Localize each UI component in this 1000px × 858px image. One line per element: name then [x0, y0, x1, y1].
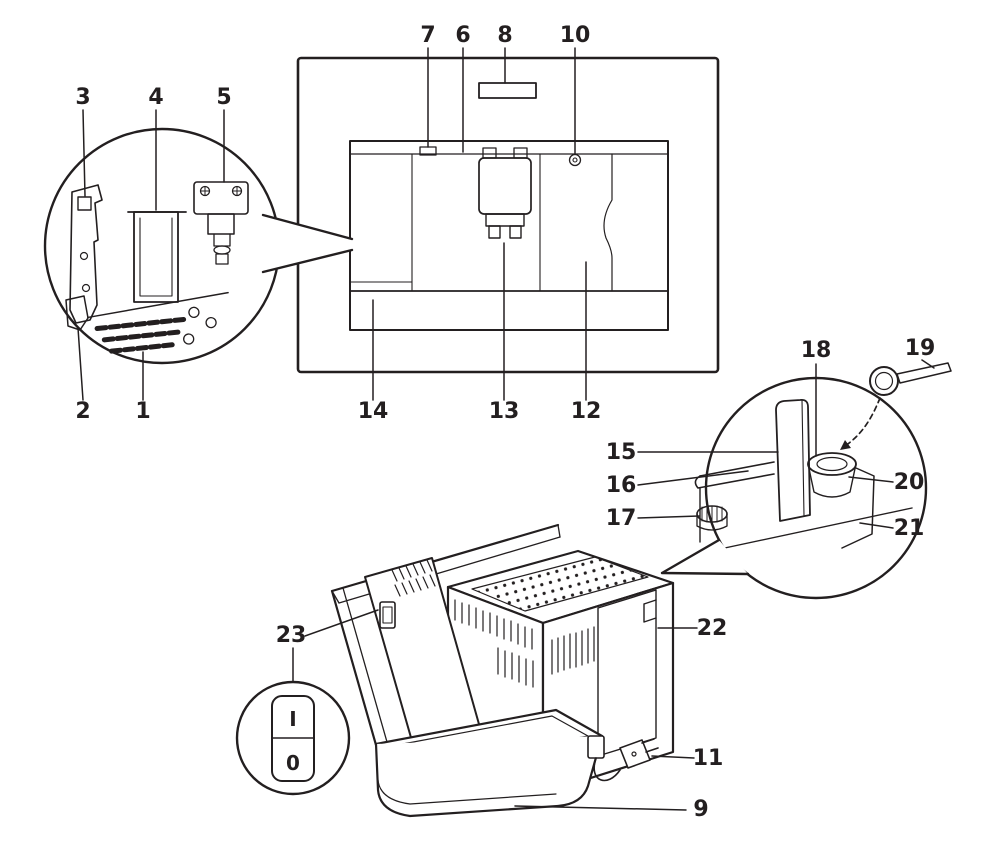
cord — [593, 757, 621, 782]
part-label-3: 3 — [75, 85, 90, 110]
pullout-view — [330, 523, 675, 818]
callout-wedge-left — [261, 213, 354, 274]
drip-grate-1 — [87, 291, 229, 354]
front-panel-outline — [296, 56, 720, 374]
display — [478, 82, 537, 99]
spout-mount-right — [513, 147, 528, 159]
part-label-20: 20 — [894, 470, 925, 495]
part-label-11: 11 — [693, 746, 724, 771]
vent-slots-lower — [497, 647, 534, 688]
detail-left-circle — [43, 127, 281, 365]
part-label-17: 17 — [606, 506, 637, 531]
leader-11 — [651, 755, 695, 759]
part-label-7: 7 — [420, 23, 435, 48]
part-label-2: 2 — [75, 399, 90, 424]
cord-socket — [587, 735, 605, 759]
door-handle — [643, 599, 657, 623]
vent-slots-upper — [454, 599, 533, 650]
switch-on-label: I — [289, 707, 296, 731]
coffee-spout — [478, 147, 532, 239]
switch-off-label: 0 — [286, 751, 300, 775]
scoop-bowl — [869, 366, 899, 396]
spout-nozzle-right — [509, 225, 522, 239]
switch-detail — [235, 680, 351, 796]
spout-nozzle-left — [488, 225, 501, 239]
plug-pins — [641, 738, 659, 753]
measuring-scoop-19 — [869, 362, 952, 396]
part-label-14: 14 — [358, 399, 389, 424]
part-labels: 1 2 3 4 5 6 7 8 9 10 11 12 13 14 15 16 1… — [75, 23, 935, 822]
pour-arrow — [840, 397, 881, 450]
part-label-19: 19 — [905, 336, 936, 361]
part-label-9: 9 — [693, 797, 708, 822]
drip-tray-9 — [374, 708, 604, 818]
leader-20 — [848, 476, 894, 483]
spout-mid — [485, 213, 525, 227]
part-label-21: 21 — [894, 516, 925, 541]
service-door-22 — [597, 589, 657, 757]
detail-circle-right — [660, 362, 952, 600]
tank-rim-16 — [694, 461, 775, 543]
part-label-1: 1 — [135, 399, 150, 424]
latch-part-3 — [69, 184, 103, 324]
spout-body — [478, 157, 532, 215]
leader-3 — [82, 109, 86, 197]
leader-23 — [292, 609, 379, 682]
scoop-handle — [896, 362, 952, 384]
knob — [568, 153, 582, 167]
plug-pin-hole — [631, 751, 637, 757]
leader-lines — [77, 47, 935, 811]
leader-17 — [637, 515, 700, 519]
coffee-funnel-18-20 — [807, 452, 857, 498]
part-label-5: 5 — [216, 85, 231, 110]
leader-2 — [77, 327, 84, 401]
part-label-12: 12 — [571, 399, 602, 424]
part-label-18: 18 — [801, 338, 832, 363]
plug — [619, 739, 651, 769]
callout-wedge-right-fill — [662, 540, 748, 574]
brew-opening — [349, 140, 669, 331]
water-tank-handle-15 — [775, 398, 811, 522]
brew-assembly-5 — [193, 181, 249, 265]
grounds-container-4 — [127, 211, 187, 303]
column-vent-row1 — [391, 559, 433, 582]
callout-wedge-left-fill — [263, 215, 352, 272]
part-label-23: 23 — [276, 623, 307, 648]
spout-mount-left — [482, 147, 497, 159]
arrowhead — [840, 440, 851, 450]
lower-latch-2 — [65, 295, 89, 331]
part-label-10: 10 — [560, 23, 591, 48]
knob-center — [572, 157, 578, 163]
power-switch-rocker — [382, 606, 393, 624]
part-label-16: 16 — [606, 473, 637, 498]
detail-circle-left — [43, 127, 354, 365]
part-label-13: 13 — [489, 399, 520, 424]
part-label-4: 4 — [148, 85, 163, 110]
power-switch — [379, 601, 396, 629]
column-vent-row2 — [394, 574, 436, 597]
leader-16 — [637, 470, 749, 486]
part-label-15: 15 — [606, 440, 637, 465]
part-label-6: 6 — [455, 23, 470, 48]
part-label-8: 8 — [497, 23, 512, 48]
vent-slots-side — [551, 626, 595, 675]
tank-body-21 — [705, 467, 913, 553]
callout-wedge-right — [660, 538, 750, 576]
cup-warmer-grid — [471, 556, 649, 612]
leader-9 — [514, 805, 687, 811]
power-cord-11 — [587, 735, 659, 782]
leader-21 — [859, 522, 894, 529]
leader-19 — [921, 359, 935, 369]
service-door-contour — [603, 153, 613, 292]
front-view — [296, 56, 720, 374]
scoop-bowl-inner — [874, 371, 894, 391]
part-label-22: 22 — [697, 616, 728, 641]
